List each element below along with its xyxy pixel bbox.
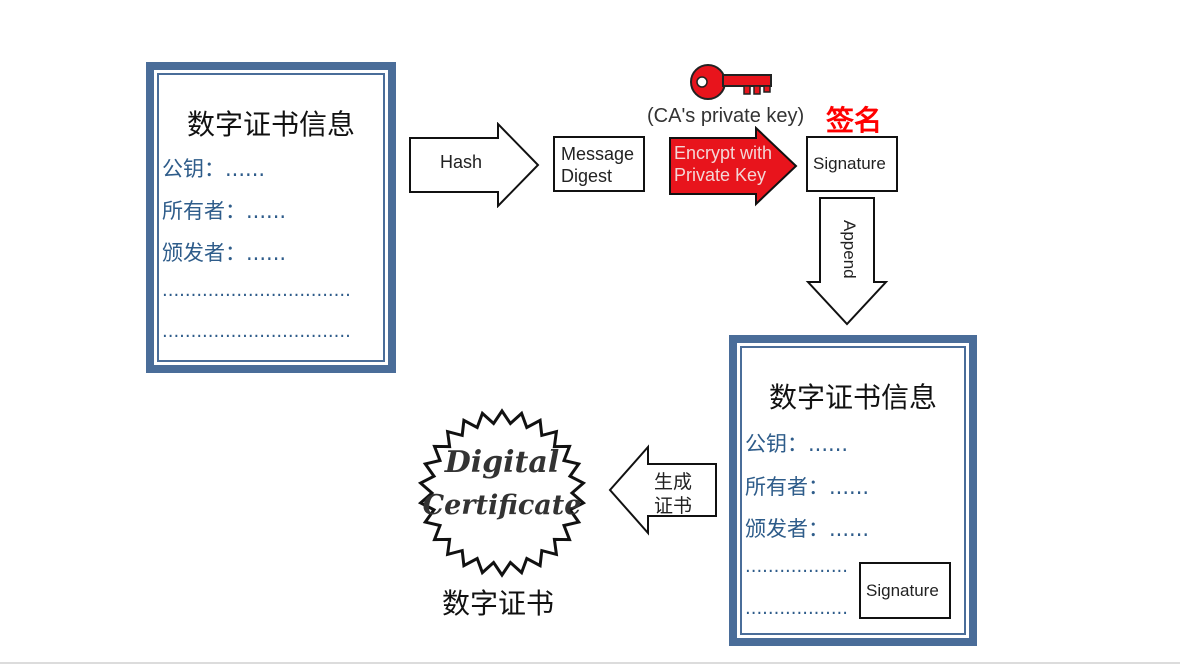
key-icon bbox=[690, 64, 772, 100]
hash-label: Hash bbox=[440, 152, 483, 172]
appended-signature-label: Signature bbox=[866, 581, 939, 600]
cert-info-dots-1: ................................. bbox=[162, 280, 351, 301]
encrypt-arrow bbox=[669, 126, 798, 207]
certificate-info-box: 数字证书信息 公钥：...... 所有者：...... 颁发者：...... .… bbox=[146, 62, 396, 373]
key-caption: (CA's private key) bbox=[647, 105, 805, 127]
cert-info-owner: 所有者：...... bbox=[162, 199, 287, 223]
hash-arrow bbox=[409, 122, 540, 208]
signed-cert-issuer: 颁发者：...... bbox=[745, 517, 870, 541]
seal-text-line1: Digital bbox=[444, 445, 559, 480]
message-digest-line1: Message bbox=[561, 144, 635, 164]
seal-starburst bbox=[417, 408, 587, 578]
cert-info-title: 数字证书信息 bbox=[186, 108, 355, 141]
generate-label-line2: 证书 bbox=[654, 496, 693, 517]
signed-cert-dots-2: .................. bbox=[745, 598, 848, 619]
signed-cert-title: 数字证书信息 bbox=[768, 381, 937, 414]
cert-info-issuer: 颁发者：...... bbox=[162, 241, 287, 265]
generate-label-line1: 生成 bbox=[654, 472, 693, 493]
signature-box: Signature bbox=[806, 136, 898, 192]
digital-certificate-seal: Digital Certificate bbox=[417, 408, 587, 578]
generate-certificate-arrow bbox=[608, 444, 717, 536]
seal-text-line2: Certificate bbox=[423, 490, 582, 521]
cert-info-public-key: 公钥：...... bbox=[162, 157, 266, 181]
encrypt-label-line2: Private Key bbox=[674, 165, 767, 185]
append-arrow bbox=[805, 197, 889, 326]
signature-label: Signature bbox=[813, 154, 886, 173]
bottom-divider bbox=[0, 662, 1180, 664]
cert-info-dots-2: ................................. bbox=[162, 321, 351, 342]
appended-signature-box: Signature bbox=[859, 562, 951, 619]
append-label: Append bbox=[840, 220, 859, 279]
signed-cert-public-key: 公钥：...... bbox=[745, 432, 849, 456]
encrypt-label-line1: Encrypt with bbox=[674, 143, 773, 163]
signed-cert-dots-1: .................. bbox=[745, 556, 848, 577]
message-digest-line2: Digest bbox=[561, 166, 613, 186]
digital-certificate-label: 数字证书 bbox=[442, 587, 555, 620]
sign-label: 签名 bbox=[826, 104, 883, 137]
message-digest-box: Message Digest bbox=[553, 136, 645, 192]
signed-cert-owner: 所有者：...... bbox=[745, 475, 870, 499]
